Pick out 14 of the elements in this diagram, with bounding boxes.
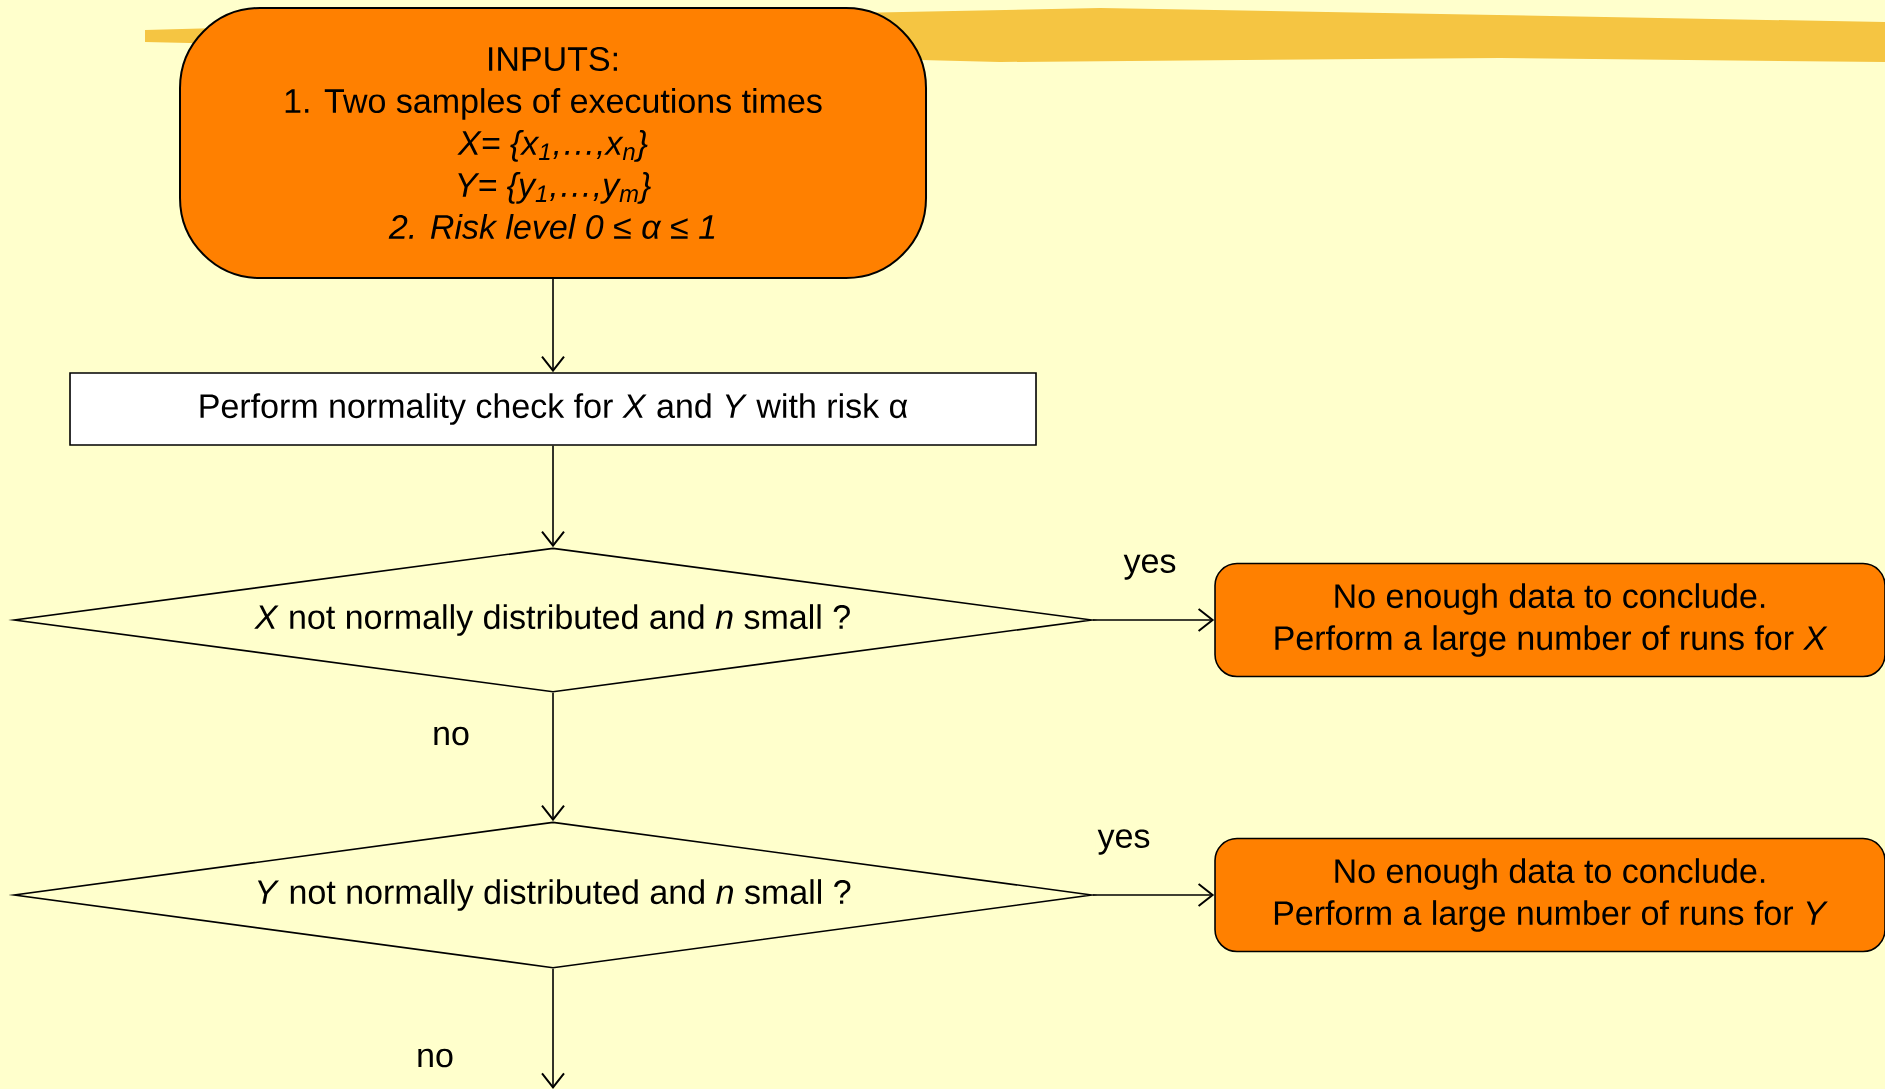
- arrow: [541, 968, 565, 1089]
- edge-label: no: [418, 1048, 453, 1068]
- result-box: No enough data to conclude. Perform a large number of runs for Y: [1214, 837, 1885, 953]
- result-box: No enough data to conclude. Perform a large number of runs for X: [1214, 562, 1885, 678]
- process-box: Perform normality check for X and Y with risk α: [69, 372, 1037, 446]
- edge-label: yes: [1123, 554, 1176, 580]
- edge-label: no: [434, 726, 469, 746]
- edge-label: yes: [1097, 829, 1150, 855]
- arrow: [1092, 608, 1215, 632]
- input-box: INPUTS: 1. Two samples of executions times X= {x$_{1}$,…,x$_{n}$} Y= {y$_{1}$,…,y$_{m}$} 2. Risk level 0 ≤ α ≤ 1: [179, 7, 927, 279]
- arrow: [541, 445, 565, 548]
- arrow: [541, 692, 565, 822]
- arrow: [1092, 883, 1215, 907]
- arrow: [541, 278, 565, 373]
